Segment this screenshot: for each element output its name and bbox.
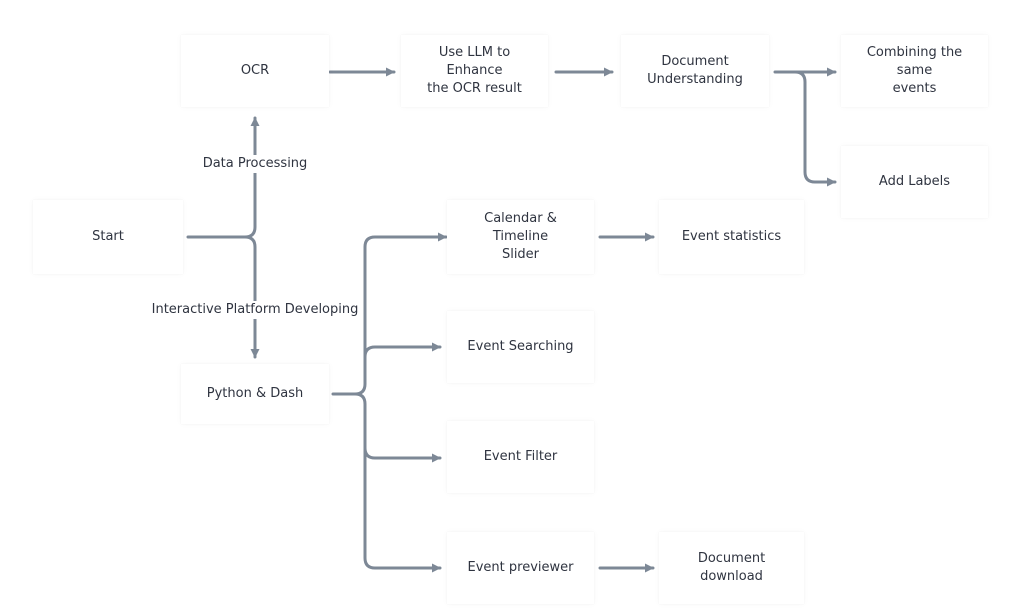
connector-dash-to-previewer <box>363 446 442 573</box>
node-ocr: OCR <box>181 35 329 107</box>
connector-start-to-python-dash <box>243 235 260 359</box>
node-add-labels: Add Labels <box>841 146 988 218</box>
node-combine-events: Combining the same events <box>841 35 988 107</box>
node-start: Start <box>33 200 183 274</box>
connector-start-to-ocr <box>186 116 260 239</box>
node-event-searching: Event Searching <box>447 311 594 383</box>
edge-label-data-processing: Data Processing <box>200 155 310 173</box>
connector-dash-to-searching <box>363 342 442 359</box>
node-llm-enhance: Use LLM to Enhance the OCR result <box>401 35 548 107</box>
connector-dash-to-filter <box>353 392 442 463</box>
connector-doc-to-labels <box>793 70 837 187</box>
node-event-previewer: Event previewer <box>447 532 594 604</box>
node-python-dash: Python & Dash <box>181 364 329 424</box>
node-document-download: Document download <box>659 532 804 604</box>
node-event-statistics: Event statistics <box>659 200 804 274</box>
node-document-understanding: Document Understanding <box>621 35 769 107</box>
node-calendar-slider: Calendar & Timeline Slider <box>447 200 594 274</box>
node-event-filter: Event Filter <box>447 421 594 493</box>
edge-label-platform-developing: Interactive Platform Developing <box>149 301 361 319</box>
